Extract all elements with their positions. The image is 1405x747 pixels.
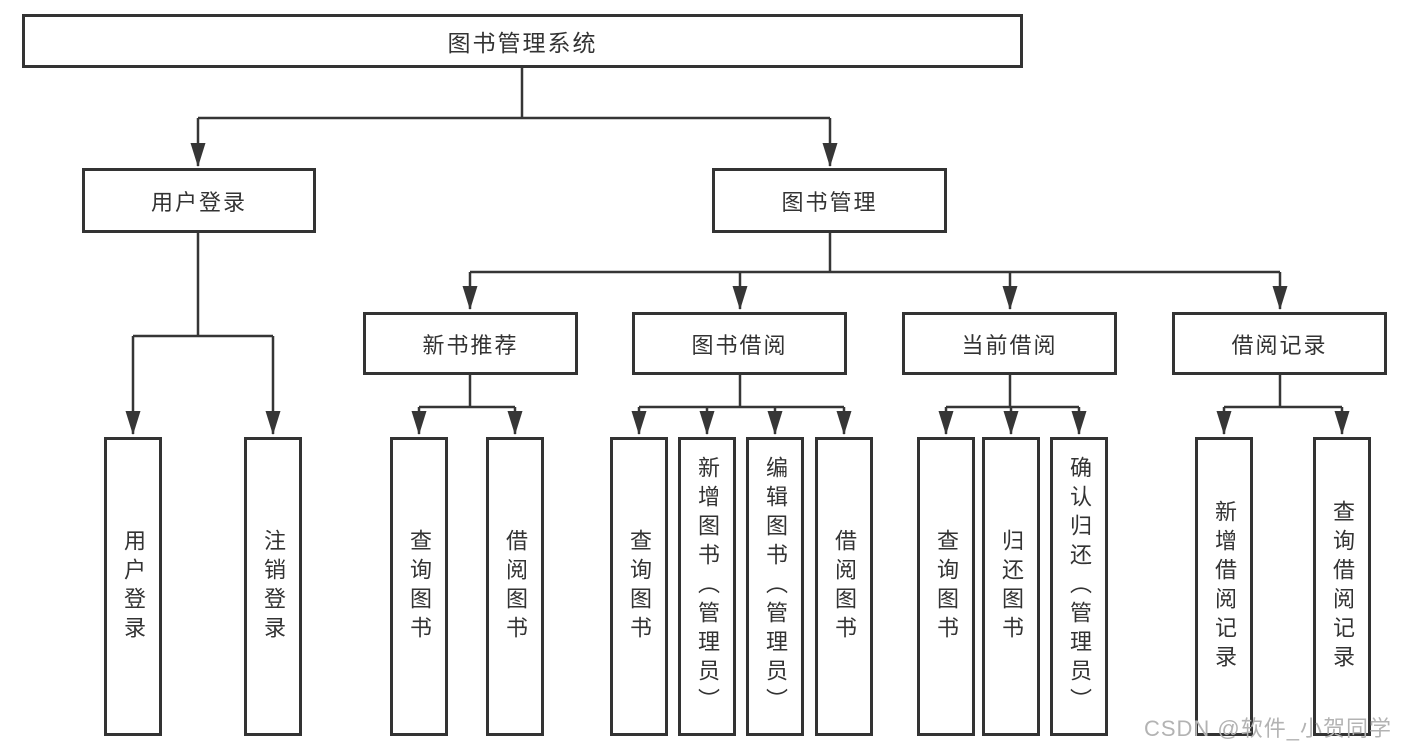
node-borrowing-records: 借阅记录	[1172, 312, 1387, 375]
node-label: 用户登录	[121, 528, 146, 645]
node-label: 图书管理	[781, 189, 878, 215]
leaf-return-books: 归还图书	[982, 437, 1040, 736]
node-label: 编辑图书（管理员）	[763, 456, 788, 717]
node-new-book-recommend: 新书推荐	[363, 312, 578, 375]
leaf-logout: 注销登录	[244, 437, 302, 736]
node-current-borrowing: 当前借阅	[902, 312, 1117, 375]
node-library-system: 图书管理系统	[22, 14, 1023, 68]
connector-current-borrow-to-leaves	[938, 375, 1087, 435]
connector-root-to-level2	[190, 68, 838, 167]
leaf-borrow-books-2: 借阅图书	[815, 437, 873, 736]
connector-borrow-records-to-leaves	[1216, 375, 1350, 435]
connector-user-login-to-leaves	[125, 233, 281, 435]
leaf-query-books-3: 查询图书	[917, 437, 975, 736]
csdn-watermark: CSDN @软件_小贺同学	[1143, 716, 1392, 741]
node-label: 确认归还（管理员）	[1067, 456, 1092, 717]
leaf-edit-books-admin: 编辑图书（管理员）	[746, 437, 804, 736]
node-book-management: 图书管理	[712, 168, 947, 233]
node-label: 查询图书	[934, 528, 959, 645]
node-label: 新增图书（管理员）	[695, 456, 720, 717]
node-label: 用户登录	[150, 189, 247, 215]
node-label: 新增借阅记录	[1212, 499, 1237, 674]
node-label: 注销登录	[261, 528, 286, 645]
node-label: 借阅图书	[503, 528, 528, 645]
node-label: 图书管理系统	[447, 30, 598, 56]
leaf-add-books-admin: 新增图书（管理员）	[678, 437, 736, 736]
node-label: 新书推荐	[422, 332, 519, 358]
leaf-borrow-books-1: 借阅图书	[486, 437, 544, 736]
node-label: 查询借阅记录	[1330, 499, 1355, 674]
leaf-add-borrow-record: 新增借阅记录	[1195, 437, 1253, 736]
node-book-borrowing: 图书借阅	[632, 312, 847, 375]
node-label: 借阅记录	[1231, 332, 1328, 358]
leaf-query-books-2: 查询图书	[610, 437, 668, 736]
leaf-confirm-return-admin: 确认归还（管理员）	[1050, 437, 1108, 736]
node-label: 查询图书	[407, 528, 432, 645]
node-label: 借阅图书	[832, 528, 857, 645]
connector-new-books-to-leaves	[411, 375, 523, 435]
node-label: 查询图书	[627, 528, 652, 645]
leaf-query-borrow-record: 查询借阅记录	[1313, 437, 1371, 736]
node-label: 归还图书	[999, 528, 1024, 645]
node-label: 当前借阅	[961, 332, 1058, 358]
leaf-user-login: 用户登录	[104, 437, 162, 736]
node-label: 图书借阅	[691, 332, 788, 358]
node-user-login: 用户登录	[82, 168, 316, 233]
connector-book-borrow-to-leaves	[631, 375, 852, 435]
connector-book-mgmt-to-level3	[462, 233, 1288, 310]
leaf-query-books-1: 查询图书	[390, 437, 448, 736]
